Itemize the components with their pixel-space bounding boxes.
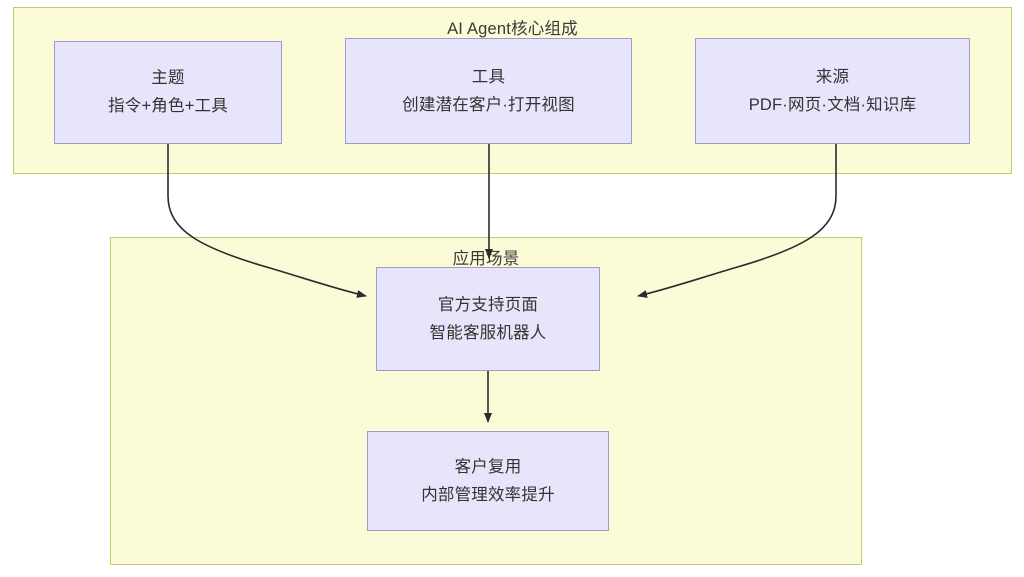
node-outcome-secondary-label: 内部管理效率提升 [421, 485, 555, 504]
node-tools[interactable]: 工具 创建潜在客户·打开视图 [345, 38, 632, 144]
node-outcome-primary-label: 客户复用 [454, 457, 522, 476]
node-outcome[interactable]: 客户复用 内部管理效率提升 [367, 431, 609, 531]
node-tools-primary-label: 工具 [471, 67, 506, 86]
node-source[interactable]: 来源 PDF·网页·文档·知识库 [695, 38, 970, 144]
node-tools-secondary-label: 创建潜在客户·打开视图 [402, 95, 575, 114]
node-topic-secondary-label: 指令+角色+工具 [108, 97, 228, 115]
node-scenario-primary-label: 官方支持页面 [437, 295, 539, 314]
group-title-core: AI Agent核心组成 [447, 20, 578, 38]
group-title-apps: 应用场景 [452, 250, 520, 268]
node-scenario-secondary-label: 智能客服机器人 [429, 323, 547, 342]
node-topic-primary-label: 主题 [151, 69, 185, 88]
node-source-primary-label: 来源 [815, 67, 850, 86]
node-source-secondary-label: PDF·网页·文档·知识库 [748, 95, 917, 114]
node-topic[interactable]: 主题 指令+角色+工具 [54, 41, 282, 144]
node-scenario[interactable]: 官方支持页面 智能客服机器人 [376, 267, 600, 371]
